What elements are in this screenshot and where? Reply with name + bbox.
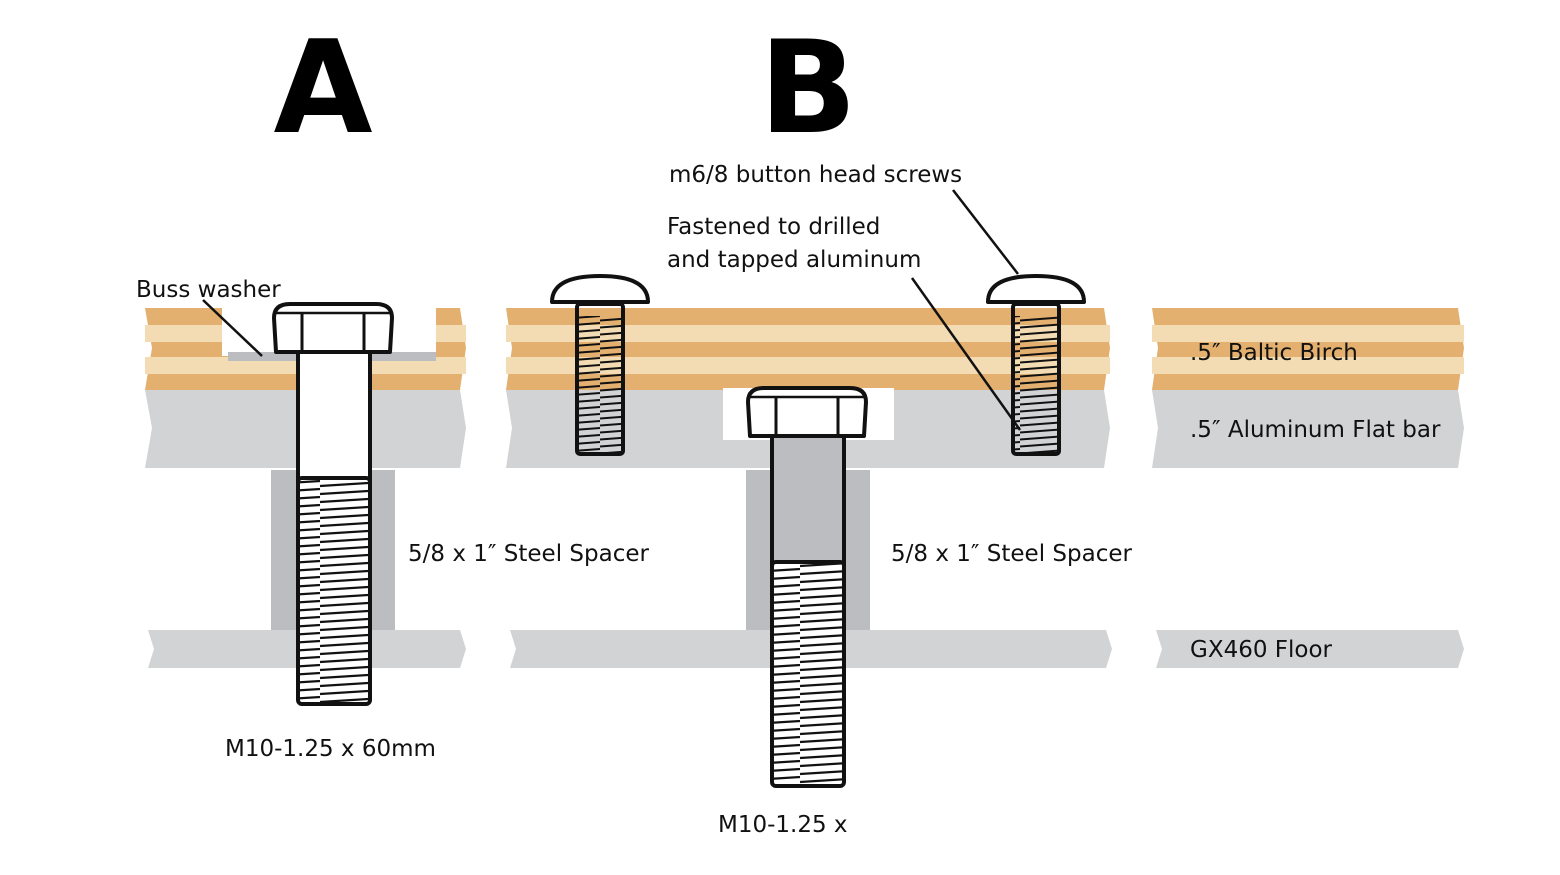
buss-washer-label: Buss washer [136,277,281,303]
hex-bolt-a [272,302,394,706]
legend-floor-swatch [1156,630,1464,668]
button-head-screws-label: m6/8 button head screws [669,162,962,188]
button-head-leader [952,189,1019,275]
bolt-b-label: M10-1.25 x [718,812,848,838]
fastened-label-line1: Fastened to drilled [667,214,880,240]
heading-b: B [759,14,857,163]
legend-birch-swatch [1152,308,1464,390]
hex-bolt-b [746,386,868,788]
fastened-leader [910,277,1022,431]
legend-aluminum-swatch [1152,390,1464,468]
button-head-screw-left [550,274,650,456]
birch-layer-b [506,308,1110,390]
bolt-a-label: M10-1.25 x 60mm [225,736,436,762]
fastened-label-line2: and tapped aluminum [667,247,921,273]
spacer-b-label: 5/8 x 1″ Steel Spacer [891,541,1132,567]
legend-floor-label: GX460 Floor [1190,637,1333,663]
legend-birch-label: .5″ Baltic Birch [1190,340,1358,366]
spacer-a-label: 5/8 x 1″ Steel Spacer [408,541,649,567]
heading-a: A [273,14,372,163]
legend-aluminum-label: .5″ Aluminum Flat bar [1190,417,1441,443]
button-head-screw-right [986,274,1086,456]
buss-washer-leader [202,299,263,357]
